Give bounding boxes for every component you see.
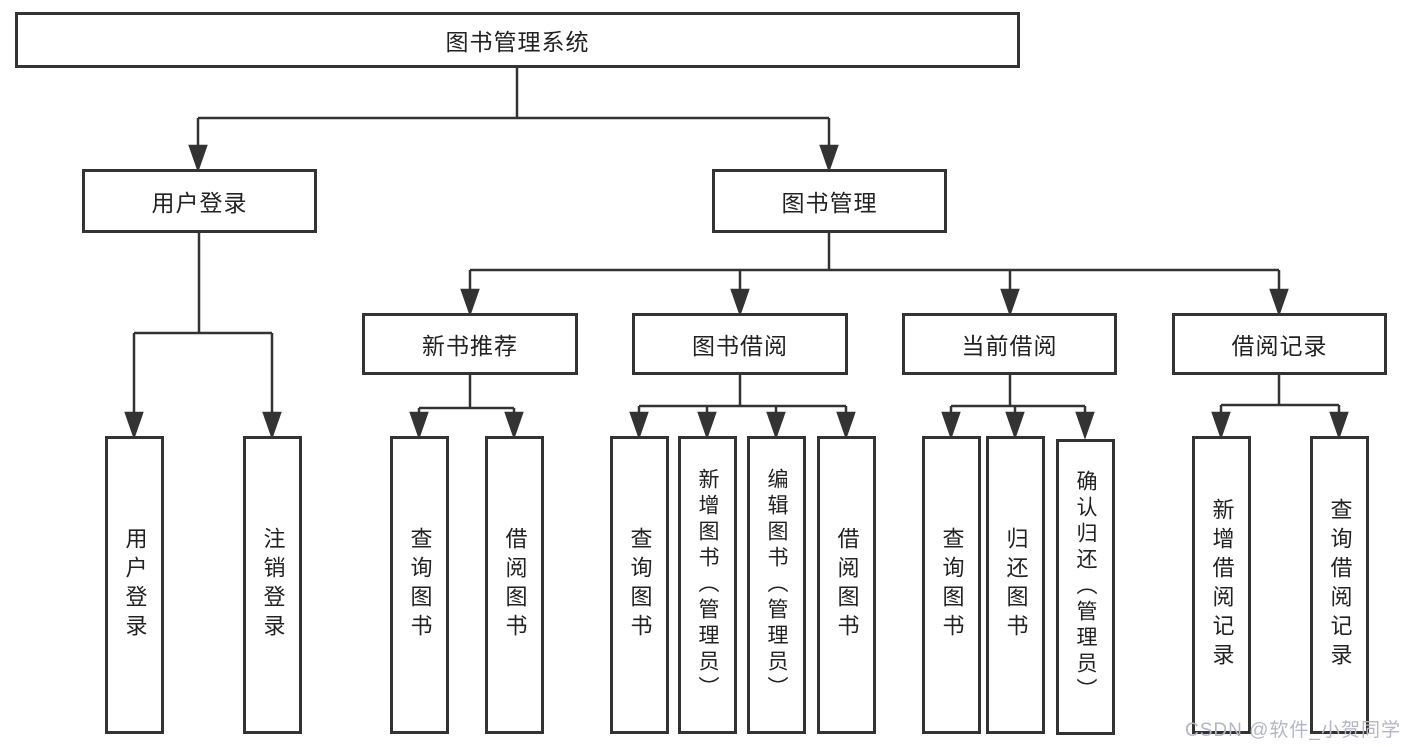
node-book-mgmt-label: 图书管理: [781, 190, 878, 216]
node-user-login: 用户登录: [82, 169, 317, 233]
connector-book-borrow-to-leaves: [629, 375, 856, 440]
leaf-query-books-current: 查询图书: [922, 436, 981, 734]
leaf-query-borrow-record-label: 查询借阅记录: [1327, 498, 1353, 672]
leaf-query-books-borrow-label: 查询图书: [627, 527, 653, 643]
leaf-edit-book-admin-label: 编辑图书（管理员）: [765, 468, 788, 702]
node-borrow-records: 借阅记录: [1172, 313, 1387, 375]
connector-current-borrow-to-leaves: [941, 375, 1095, 440]
leaf-query-books-rec: 查询图书: [390, 436, 449, 734]
node-root-label: 图书管理系统: [445, 29, 590, 55]
node-borrow-records-label: 借阅记录: [1231, 333, 1328, 359]
node-new-book-rec-label: 新书推荐: [422, 333, 518, 359]
node-root: 图书管理系统: [15, 12, 1020, 68]
leaf-query-borrow-record: 查询借阅记录: [1310, 436, 1369, 734]
leaf-add-book-admin: 新增图书（管理员）: [678, 436, 737, 734]
connector-borrow-records-to-leaves: [1211, 375, 1349, 440]
leaf-confirm-return-admin-label: 确认归还（管理员）: [1074, 470, 1097, 704]
connector-new-book-rec-to-leaves: [409, 375, 524, 440]
leaf-return-book: 归还图书: [986, 436, 1045, 734]
node-book-mgmt: 图书管理: [712, 169, 947, 233]
leaf-query-books-borrow: 查询图书: [610, 436, 669, 734]
csdn-watermark: CSDN @软件_小贺同学: [1185, 720, 1401, 741]
leaf-logout: 注销登录: [243, 436, 302, 734]
leaf-borrow-books-label: 借阅图书: [834, 527, 860, 643]
leaf-borrow-books: 借阅图书: [817, 436, 876, 734]
leaf-confirm-return-admin: 确认归还（管理员）: [1056, 439, 1115, 735]
leaf-user-login: 用户登录: [105, 436, 164, 734]
leaf-edit-book-admin: 编辑图书（管理员）: [747, 436, 806, 734]
connector-user-login-to-leaves: [124, 233, 282, 440]
connector-root-to-level2: [188, 68, 839, 173]
leaf-query-books-current-label: 查询图书: [939, 527, 965, 643]
node-user-login-label: 用户登录: [151, 190, 248, 216]
node-current-borrow-label: 当前借阅: [961, 333, 1058, 359]
leaf-add-borrow-record-label: 新增借阅记录: [1209, 498, 1235, 672]
leaf-return-book-label: 归还图书: [1003, 527, 1029, 643]
leaf-add-book-admin-label: 新增图书（管理员）: [696, 468, 719, 702]
leaf-user-login-label: 用户登录: [122, 527, 148, 643]
leaf-logout-label: 注销登录: [260, 527, 286, 643]
leaf-borrow-books-rec: 借阅图书: [485, 436, 544, 734]
leaf-borrow-books-rec-label: 借阅图书: [502, 527, 528, 643]
leaf-query-books-rec-label: 查询图书: [407, 527, 433, 643]
leaf-add-borrow-record: 新增借阅记录: [1192, 436, 1251, 734]
node-book-borrow: 图书借阅: [632, 313, 848, 375]
node-book-borrow-label: 图书借阅: [692, 333, 788, 359]
node-new-book-rec: 新书推荐: [362, 313, 578, 375]
connector-book-mgmt-to-level3: [460, 233, 1289, 317]
node-current-borrow: 当前借阅: [902, 313, 1117, 375]
